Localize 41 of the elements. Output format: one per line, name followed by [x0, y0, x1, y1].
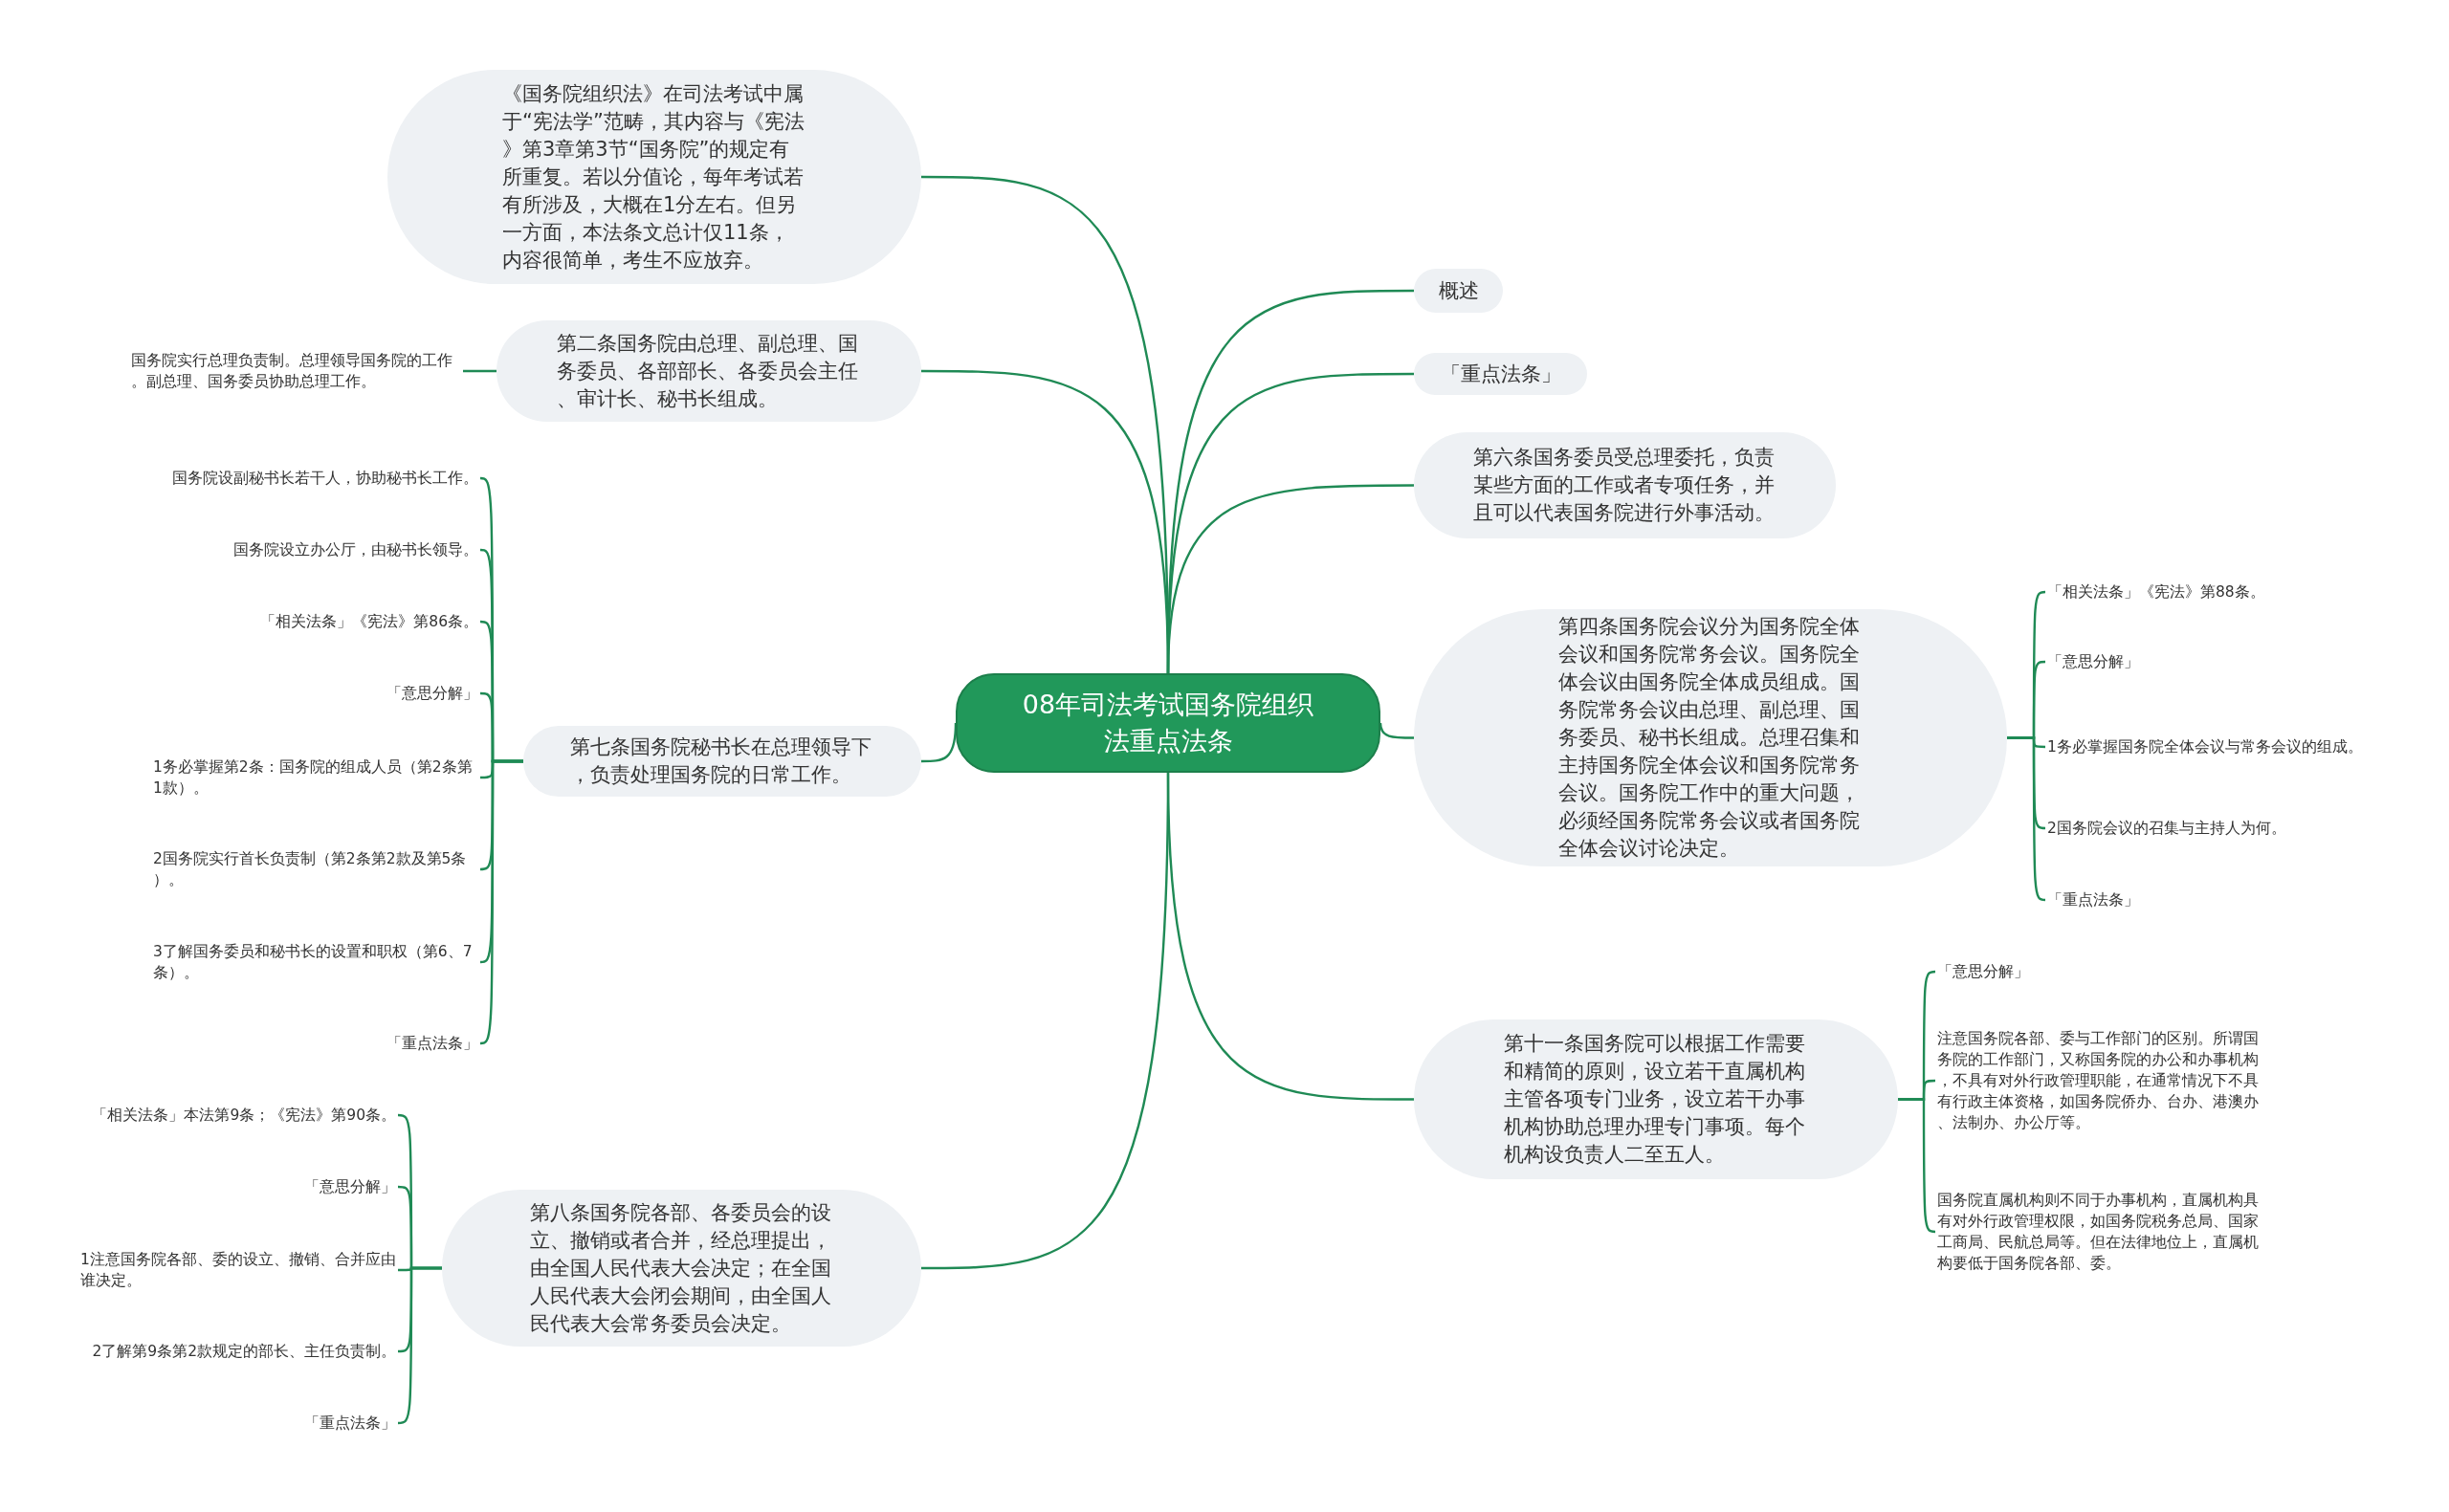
topic-bubble: 第六条国务委员受总理委托，负责某些方面的工作或者专项任务，并且可以代表国务院进行外事活动。	[1414, 432, 1836, 538]
note-text: 「重点法条」	[386, 1033, 478, 1054]
topic-bubble: 第二条国务院由总理、副总理、国务委员、各部部长、各委员会主任、审计长、秘书长组成。	[496, 320, 921, 422]
note-text: 3了解国务委员和秘书长的设置和职权（第6、7条）。	[153, 941, 478, 983]
note-text: 1务必掌握国务院全体会议与常务会议的组成。	[2047, 736, 2363, 757]
note-text: 2国务院会议的召集与主持人为何。	[2047, 818, 2286, 839]
topic-bubble: 第十一条国务院可以根据工作需要和精简的原则，设立若干直属机构主管各项专门业务，设立若干办事机构协助总理办理专门事项。每个机构设负责人二至五人。	[1414, 1019, 1898, 1179]
note-text: 「重点法条」	[2047, 889, 2139, 910]
connector-line	[2007, 736, 2046, 902]
topic-bubble: 《国务院组织法》在司法考试中属于“宪法学”范畴，其内容与《宪法》第3章第3节“国务院”的规定有所重复。若以分值论，每年考试若有所涉及，大概在1分左右。但另一方面，本法条文总计仅11条，内容很简单，考生不应放弃。	[387, 70, 921, 284]
connector-line	[463, 369, 496, 373]
connector-line	[1166, 484, 1414, 674]
note-text: 1注意国务院各部、委的设立、撤销、合并应由谁决定。	[80, 1249, 396, 1291]
note-text: 国务院直属机构则不同于办事机构，直属机构具有对外行政管理权限，如国务院税务总局、国家工商局、民航总局等。但在法律地位上，直属机构要低于国务院各部、委。	[1937, 1190, 2262, 1274]
note-text: 「意思分解」	[1937, 961, 2029, 982]
central-topic: 08年司法考试国务院组织法重点法条	[956, 673, 1380, 773]
note-text: 「相关法条」《宪法》第86条。	[260, 611, 478, 632]
topic-bubble: 「重点法条」	[1414, 353, 1587, 395]
topic-bubble: 概述	[1414, 269, 1503, 313]
note-text: 国务院设立办公厅，由秘书长领导。	[233, 539, 478, 560]
note-text: 「重点法条」	[304, 1413, 396, 1434]
note-text: 注意国务院各部、委与工作部门的区别。所谓国务院的工作部门，又称国务院的办公和办事机构，不具有对外行政管理职能，在通常情况下不具有行政主体资格，如国务院侨办、台办、港澳办、法制办、办公厅等。	[1937, 1028, 2262, 1133]
connector-line	[1898, 1098, 1936, 1234]
connector-line	[1166, 772, 1414, 1101]
connector-line	[921, 722, 958, 763]
note-text: 1务必掌握第2条：国务院的组成人员（第2条第1款）。	[153, 756, 478, 799]
note-text: 2国务院实行首长负责制（第2条第2款及第5条）。	[153, 848, 478, 890]
note-text: 2了解第9条第2款规定的部长、主任负责制。	[92, 1341, 396, 1362]
note-text: 「相关法条」本法第9条；《宪法》第90条。	[92, 1105, 396, 1126]
note-text: 国务院实行总理负责制。总理领导国务院的工作。副总理、国务委员协助总理工作。	[131, 350, 461, 392]
note-text: 国务院设副秘书长若干人，协助秘书长工作。	[172, 468, 478, 489]
note-text: 「意思分解」	[386, 683, 478, 704]
connector-line	[397, 1266, 442, 1425]
note-text: 「相关法条」《宪法》第88条。	[2047, 581, 2265, 603]
topic-bubble: 第四条国务院会议分为国务院全体会议和国务院常务会议。国务院全体会议由国务院全体成员组成。国务院常务会议由总理、副总理、国务委员、秘书长组成。总理召集和主持国务院全体会议和国务院常务会议。国务院工作中的重大问题，必须经国务院常务会议或者国务院全体会议讨论决定。	[1414, 609, 2007, 866]
connector-line	[1379, 722, 1414, 739]
note-text: 「意思分解」	[2047, 651, 2139, 672]
connector-line	[479, 759, 523, 1045]
topic-bubble: 第七条国务院秘书长在总理领导下，负责处理国务院的日常工作。	[523, 726, 921, 797]
note-text: 「意思分解」	[304, 1176, 396, 1197]
topic-bubble: 第八条国务院各部、各委员会的设立、撤销或者合并，经总理提出，由全国人民代表大会决定；在全国人民代表大会闭会期间，由全国人民代表大会常务委员会决定。	[442, 1190, 921, 1347]
